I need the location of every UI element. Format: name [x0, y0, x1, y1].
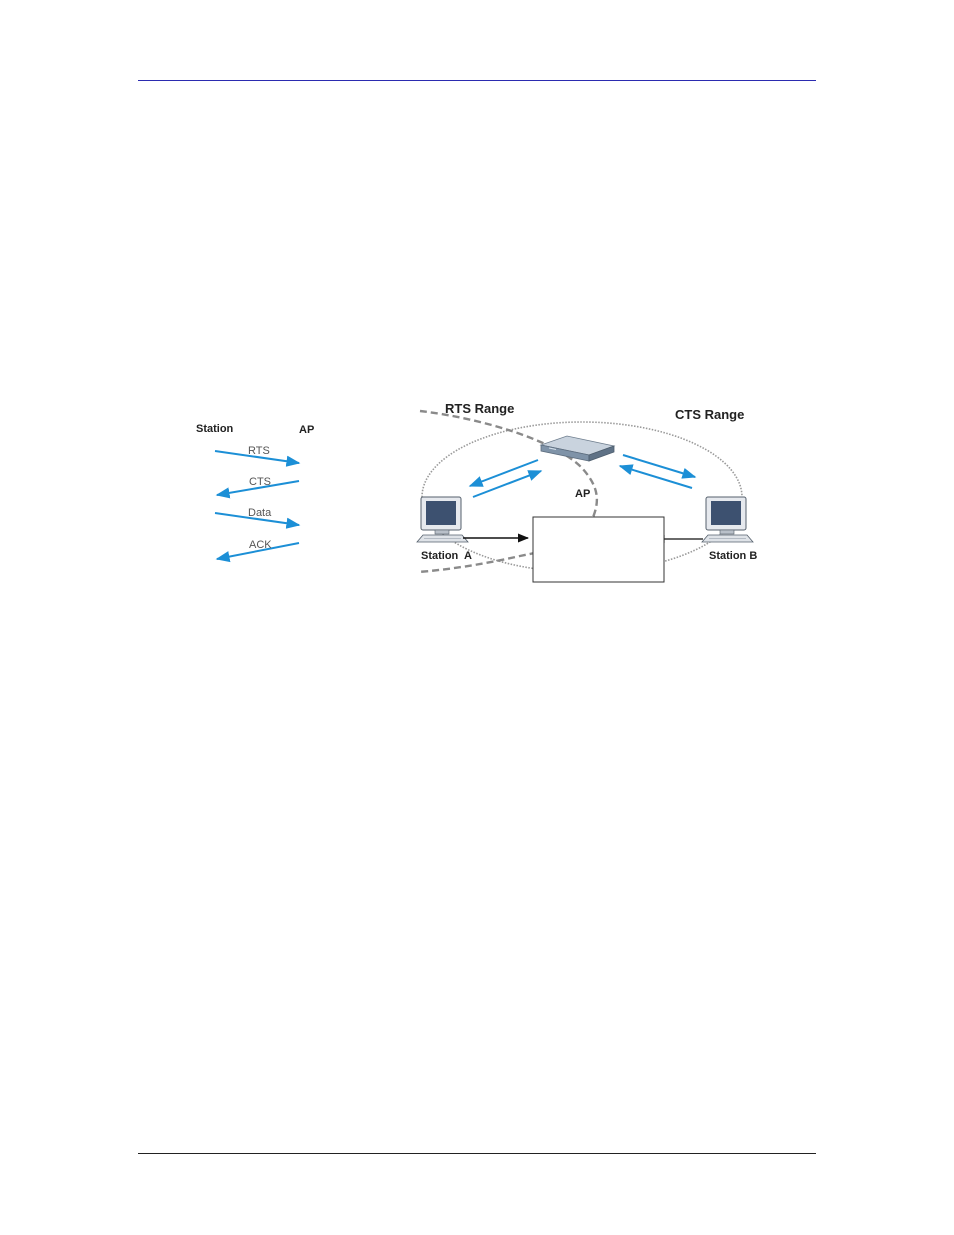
- rts-label: RTS: [248, 445, 270, 457]
- ap-to-station-b-arrow: [622, 454, 697, 479]
- ack-label: ACK: [249, 539, 272, 551]
- access-point-icon: [539, 435, 616, 462]
- station-a-to-ap-arrow: [472, 470, 543, 498]
- ap-to-station-a-arrow: [468, 459, 539, 487]
- sequence-ap-label: AP: [299, 424, 314, 436]
- station-b-to-ap-arrow: [618, 464, 693, 489]
- station-a-label: Station A: [421, 550, 472, 562]
- cts-label: CTS: [249, 476, 271, 488]
- station-b-computer-icon: [701, 496, 754, 543]
- header-rule: [138, 80, 816, 81]
- rts-arrow: [214, 450, 301, 467]
- network-diagram: RTS Range CTS Range AP: [416, 401, 757, 583]
- footer-rule: [138, 1153, 816, 1154]
- cts-range-label: CTS Range: [675, 407, 744, 422]
- ap-label: AP: [575, 488, 590, 500]
- rts-range-arc: [417, 409, 598, 574]
- station-a-computer-icon: [416, 496, 469, 543]
- sequence-station-label: Station: [196, 423, 234, 435]
- blank-box: [532, 516, 665, 583]
- data-label: Data: [248, 507, 272, 519]
- ack-arrow: [215, 542, 300, 563]
- station-b-label: Station B: [709, 550, 757, 562]
- data-arrow: [214, 512, 301, 529]
- sequence-diagram: Station AP RTS CTS Data ACK: [196, 423, 314, 563]
- rts-range-label: RTS Range: [445, 401, 514, 416]
- cts-arrow: [215, 480, 300, 499]
